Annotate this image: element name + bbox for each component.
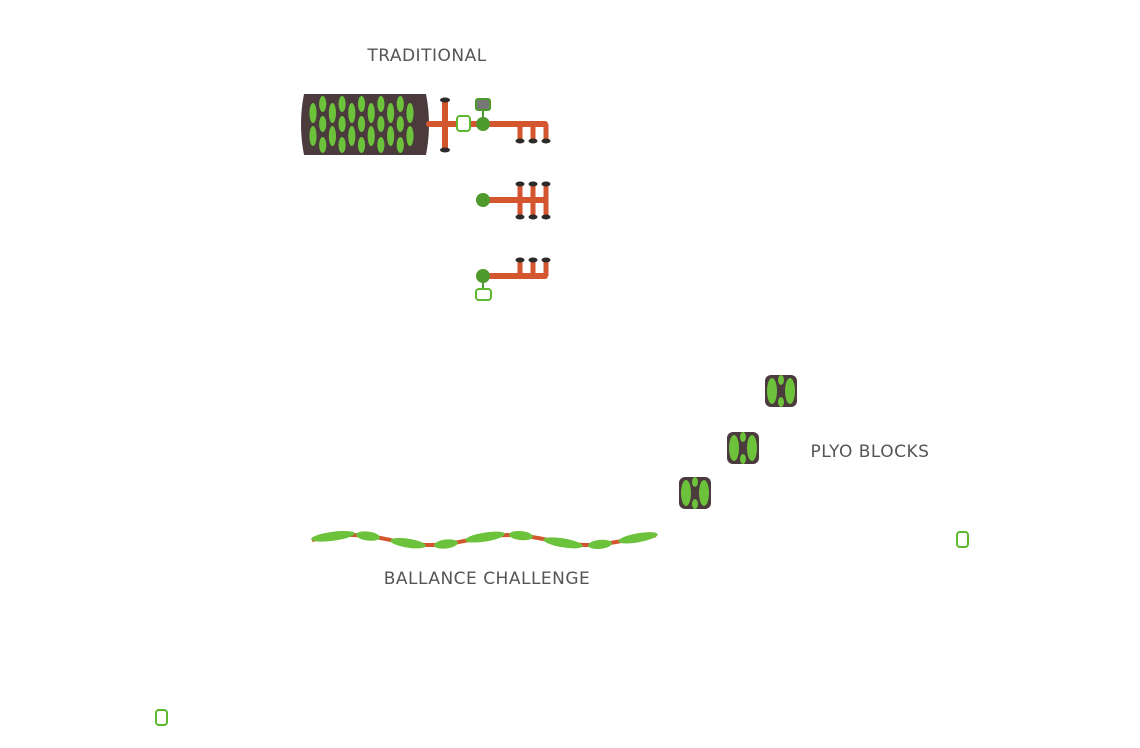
balance-pad: [509, 530, 533, 541]
mat-dot: [328, 126, 336, 146]
mat-dot: [387, 103, 395, 123]
leg-cap: [528, 138, 538, 144]
mat-dot: [319, 116, 327, 132]
ball-joint: [476, 117, 490, 131]
mat-dot: [396, 96, 404, 112]
leg: [543, 260, 549, 276]
leg: [517, 184, 523, 217]
post-cap: [440, 97, 450, 103]
sign-icon: [956, 531, 969, 548]
mat-dot: [309, 103, 317, 123]
mat-dot: [319, 96, 327, 112]
label-traditional: TRADITIONAL: [367, 46, 487, 66]
leg: [543, 184, 549, 217]
leg: [530, 260, 536, 276]
balance-pad: [588, 539, 612, 549]
mat-dot: [396, 116, 404, 132]
traditional-station-2: [476, 181, 551, 220]
leg: [530, 124, 536, 141]
balance-pad: [434, 539, 458, 549]
bar: [483, 273, 548, 279]
leg-cap: [515, 181, 525, 187]
balance-pad: [543, 537, 583, 549]
balance-pad: [618, 532, 658, 544]
mat-dot: [406, 103, 414, 123]
leg-cap: [515, 138, 525, 144]
sign-icon: [475, 98, 491, 111]
leg: [517, 124, 523, 141]
mat-dot: [319, 137, 327, 153]
sign-icon: [155, 709, 168, 726]
mat-dot: [357, 137, 366, 153]
traditional-station-1: [301, 94, 551, 155]
mat-pattern: [309, 96, 414, 153]
mat-dot: [357, 116, 366, 132]
mat-dot: [328, 103, 336, 123]
mat-dot: [357, 96, 366, 112]
leg: [530, 184, 536, 217]
plyo-block: [679, 477, 711, 509]
mat-dot: [309, 126, 317, 146]
mat-dot: [348, 126, 356, 146]
mat-dot: [348, 103, 356, 123]
plyo-block: [727, 432, 759, 464]
leg-cap: [528, 181, 538, 187]
leg-cap: [541, 138, 551, 144]
ball-joint: [476, 269, 490, 283]
sign-icon: [475, 288, 492, 301]
post-cap: [440, 147, 450, 153]
legs: [515, 181, 551, 220]
mat-dot: [338, 116, 346, 132]
mat-dot: [377, 96, 385, 112]
leg-cap: [528, 257, 538, 263]
leg-cap: [541, 214, 551, 220]
leg-cap: [541, 257, 551, 263]
bar: [483, 197, 548, 203]
plyo-blocks: [679, 375, 797, 509]
mat-dot: [377, 116, 385, 132]
plyo-block: [765, 375, 797, 407]
sign-icon: [456, 115, 471, 132]
mat-dot: [367, 126, 375, 146]
mat-dot: [377, 137, 385, 153]
mat-dot: [406, 126, 414, 146]
legs: [515, 124, 551, 144]
mat-dot: [396, 137, 404, 153]
legs: [515, 257, 551, 276]
ball-joint: [476, 193, 490, 207]
mat-dot: [387, 126, 395, 146]
leg-cap: [528, 214, 538, 220]
leg: [543, 124, 549, 141]
balance-challenge: [311, 530, 658, 549]
traditional-station-3: [475, 257, 551, 301]
balance-pad: [390, 537, 426, 549]
leg-cap: [515, 214, 525, 220]
balance-pad: [356, 531, 380, 541]
balance-pad: [311, 530, 355, 542]
post: [442, 100, 448, 150]
leg-cap: [541, 181, 551, 187]
label-balance-challenge: BALLANCE CHALLENGE: [383, 569, 591, 589]
balance-pad: [465, 531, 505, 543]
label-plyo-blocks: PLYO BLOCKS: [810, 442, 930, 462]
leg: [517, 260, 523, 276]
mat-dot: [367, 103, 375, 123]
leg-cap: [515, 257, 525, 263]
mat-dot: [338, 96, 346, 112]
mat-dot: [338, 137, 346, 153]
